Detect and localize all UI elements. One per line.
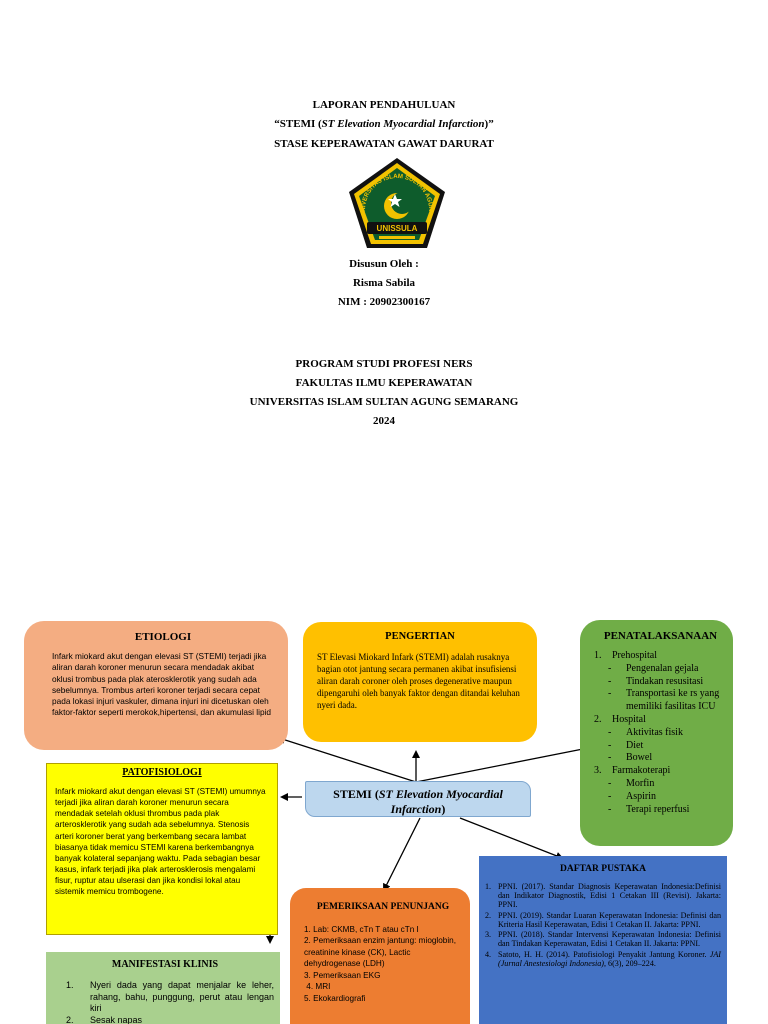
list-item: 1. Lab: CKMB, cTn T atau cTn I [304, 925, 419, 934]
daftar-pustaka-box: DAFTAR PUSTAKA 1.PPNI. (2017). Standar D… [479, 856, 727, 1024]
list-item: -Terapi reperfusi [608, 803, 690, 815]
unissula-logo: UNIVERSITAS ISLAM SULTAN AGUNG UNISSULA [345, 156, 445, 248]
pengertian-box: PENGERTIAN ST Elevasi Miokard Infark (ST… [303, 622, 537, 742]
arrow-to-etiologi [277, 736, 417, 783]
list-item: -Morfin [608, 777, 655, 789]
list-item: -Tindakan resusitasi [608, 675, 704, 687]
list-item: -Aktivitas fisik [608, 726, 683, 738]
disusun-oleh-label: Disusun Oleh : [349, 258, 419, 270]
daftar-pustaka-title: DAFTAR PUSTAKA [560, 864, 646, 874]
university-name: UNIVERSITAS ISLAM SULTAN AGUNG SEMARANG [249, 396, 519, 408]
list-item: -Pengenalan gejala [608, 662, 699, 674]
arrow-to-penatalaksanaan [415, 745, 590, 783]
report-type: LAPORAN PENDAHULUAN [312, 99, 456, 111]
logo-crescent-inner [391, 192, 413, 214]
list-item: 5. Ekokardiografi [304, 993, 366, 1003]
arrow-to-daftar-pustaka [459, 817, 564, 860]
manifestasi-title: MANIFESTASI KLINIS [111, 959, 219, 970]
list-item: 4. MRI [304, 982, 331, 992]
patofisiologi-box: PATOFISIOLOGI Infark miokard akut dengan… [46, 763, 278, 935]
list-item: 1.Prehospital [594, 650, 657, 661]
pengertian-text: ST Elevasi Miokard Infark (STEMI) adalah… [317, 652, 520, 710]
arrow-to-pemeriksaan [383, 817, 421, 892]
list-item: 3.Farmakoterapi [594, 765, 671, 777]
list-item: -Diet [608, 739, 644, 751]
etiologi-text: Infark miokard akut dengan elevasi ST (S… [52, 651, 272, 718]
list-item: 2.Sesak napas [66, 1015, 143, 1024]
list-item: 3.PPNI. (2018). Standar Intervensi Keper… [485, 930, 721, 949]
penatalaksanaan-title: PENATALAKSANAAN [603, 630, 718, 642]
faculty-name: FAKULTAS ILMU KEPERAWATAN [295, 377, 473, 389]
list-item: -Bowel [608, 752, 653, 764]
patofisiologi-text: Infark miokard akut dengan elevasi ST (S… [55, 787, 266, 897]
list-item: 1.PPNI. (2017). Standar Diagnosis Kepera… [485, 882, 721, 910]
list-item: 3. Pemeriksaan EKG [304, 970, 381, 980]
patofisiologi-title: PATOFISIOLOGI [122, 767, 202, 778]
logo-banner-text: UNISSULA [377, 224, 418, 233]
penatalaksanaan-box: PENATALAKSANAAN 1.Prehospital -Pengenala… [580, 620, 733, 846]
report-stase: STASE KEPERAWATAN GAWAT DARURAT [274, 138, 494, 150]
report-title: “STEMI (ST Elevation Myocardial Infarcti… [274, 118, 494, 130]
list-item: 2.Hospital [594, 713, 646, 725]
pemeriksaan-title: PEMERIKSAAN PENUNJANG [316, 902, 450, 912]
program-name: PROGRAM STUDI PROFESI NERS [295, 358, 473, 370]
stemi-center-node: STEMI (ST Elevation Myocardial Infarctio… [305, 781, 531, 817]
list-item: -Aspirin [608, 790, 656, 802]
list-item: 4.Satoto, H. H. (2014). Patofisiologi Pe… [485, 949, 721, 968]
manifestasi-box: MANIFESTASI KLINIS 1.Nyeri dada yang dap… [46, 952, 280, 1024]
list-item: 2.PPNI. (2019). Standar Luaran Keperawat… [485, 910, 721, 929]
logo-banner [367, 222, 427, 234]
etiologi-title: ETIOLOGI [134, 631, 192, 643]
logo-script-line [379, 236, 415, 239]
author-name: Risma Sabila [352, 277, 416, 289]
pengertian-title: PENGERTIAN [385, 631, 455, 642]
list-item: 1.Nyeri dada yang dapat menjalar ke lehe… [66, 980, 274, 1014]
etiologi-box: ETIOLOGI Infark miokard akut dengan elev… [24, 621, 288, 750]
list-item: -Transportasi ke rs yang memiliki fasili… [608, 688, 720, 713]
author-nim: NIM : 20902300167 [337, 296, 431, 308]
report-year: 2024 [373, 415, 395, 427]
logo-star-icon [388, 194, 402, 207]
pemeriksaan-box: PEMERIKSAAN PENUNJANG 1. Lab: CKMB, cTn … [290, 888, 470, 1024]
list-item: 2. Pemeriksaan enzim jantung: mioglobin,… [304, 936, 457, 969]
